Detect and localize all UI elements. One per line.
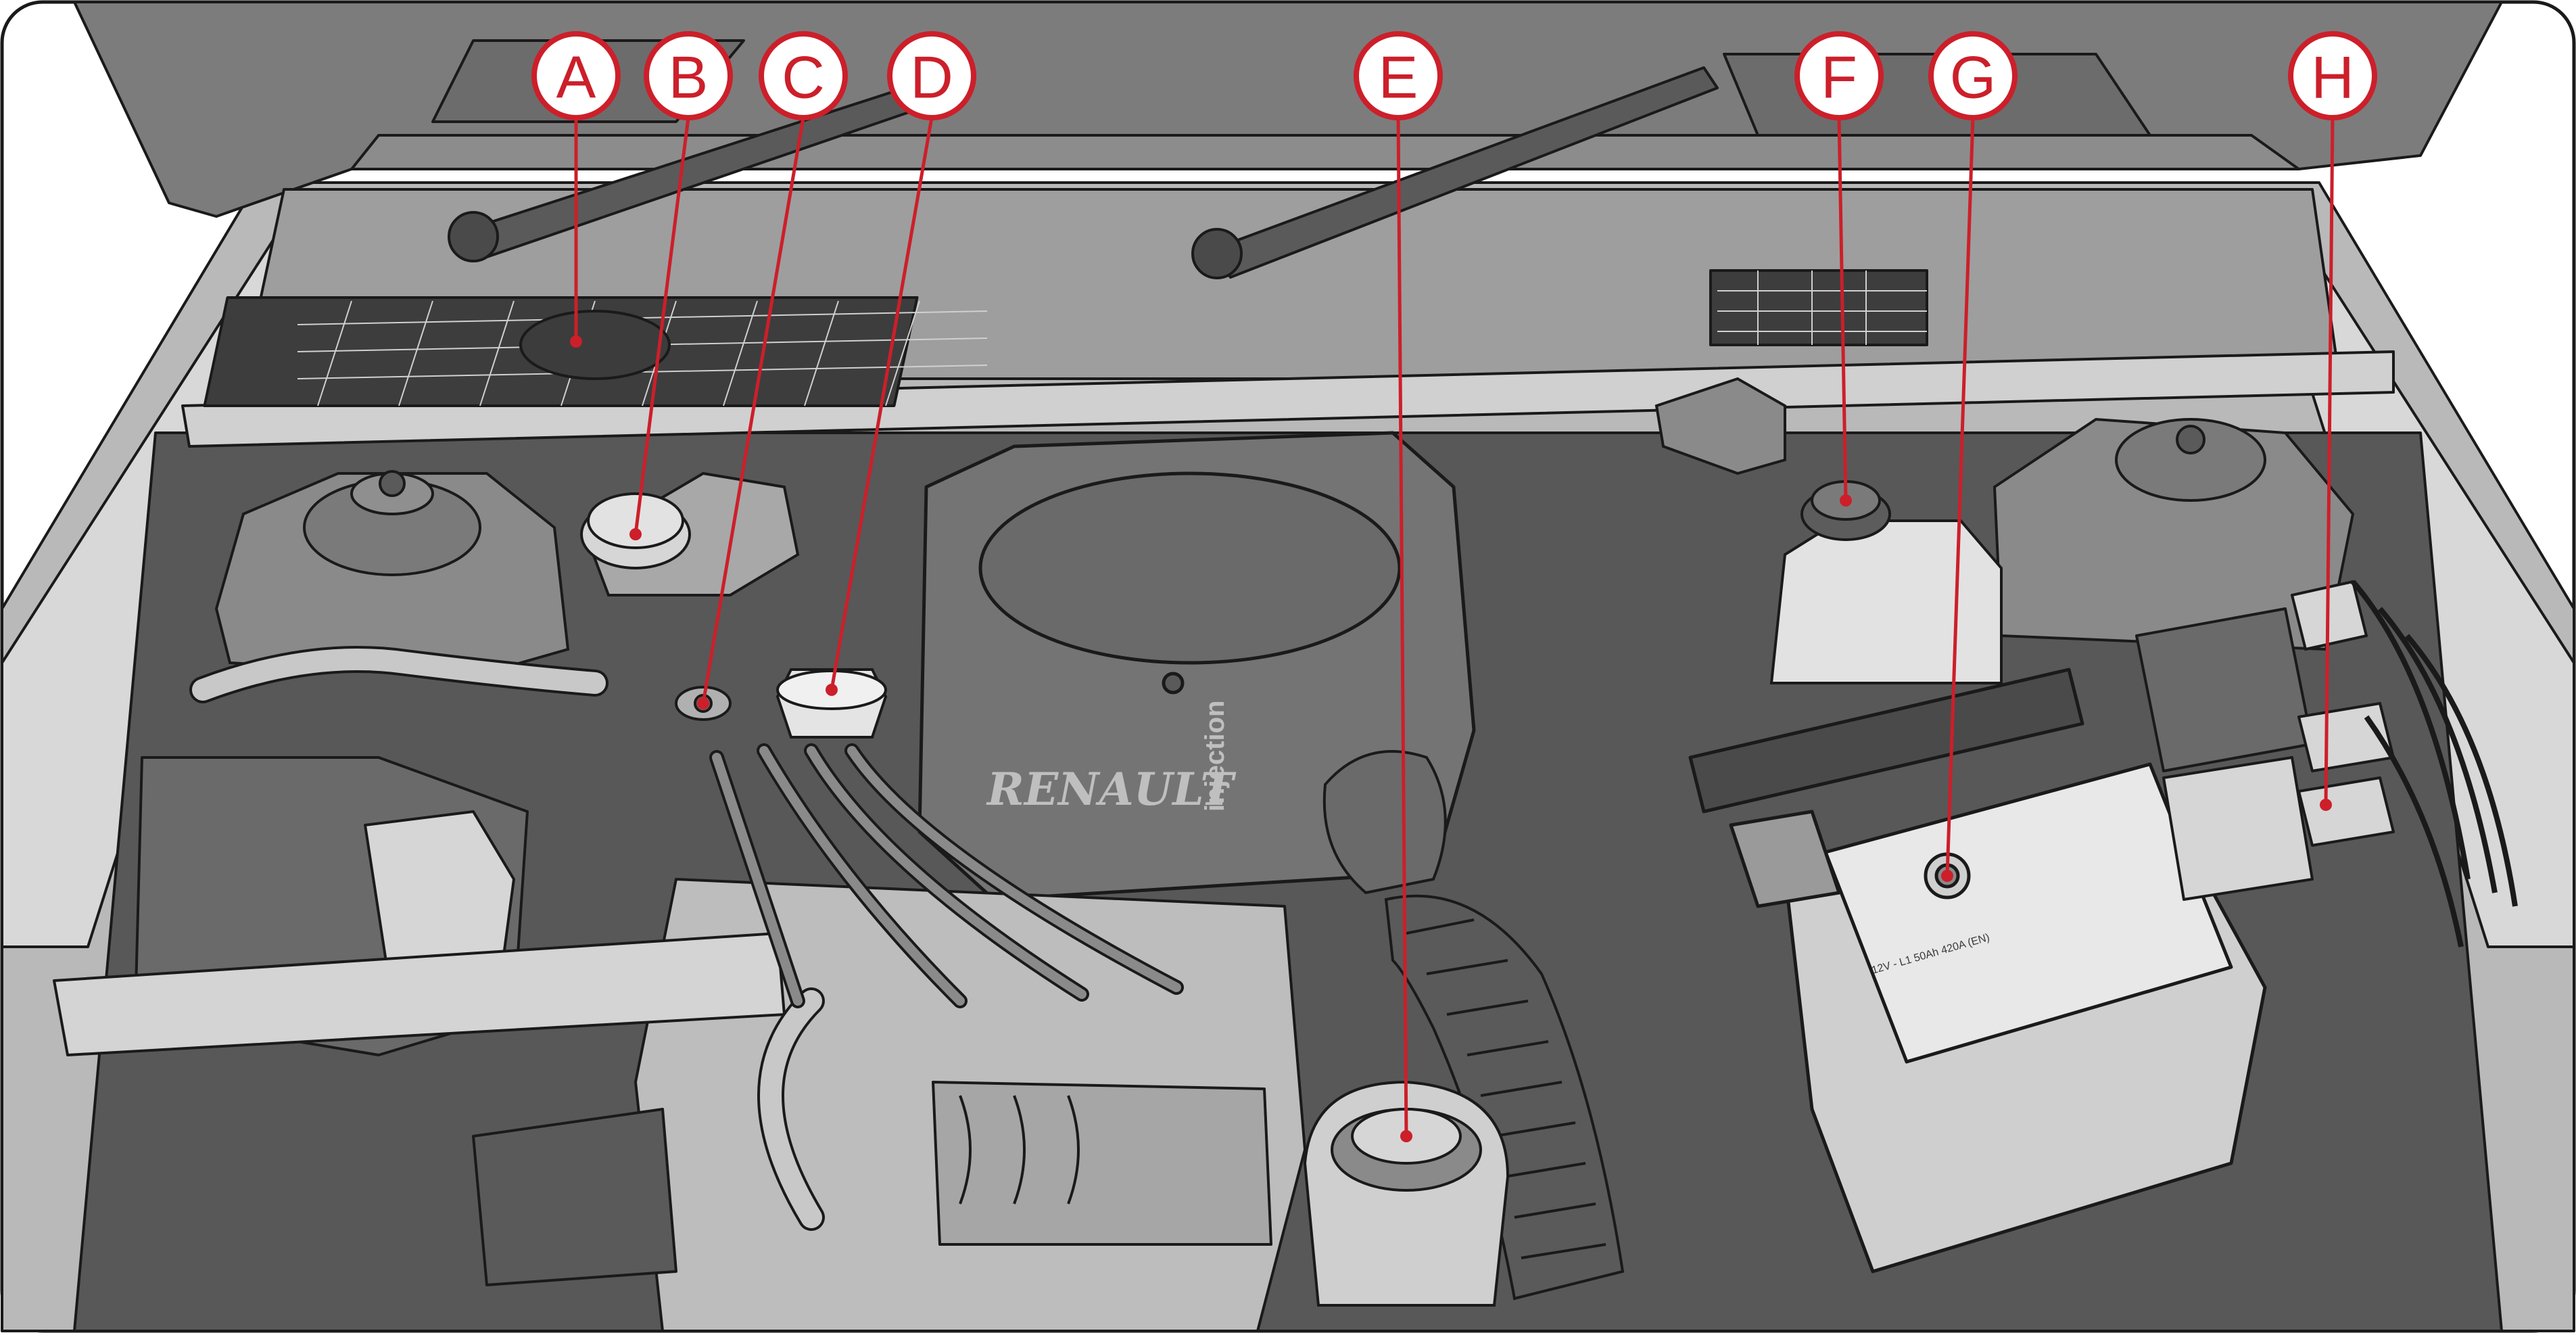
callout-c-circle bbox=[759, 31, 848, 120]
callout-a-circle bbox=[531, 31, 621, 120]
callout-g-pointer bbox=[1941, 870, 1953, 882]
callout-e-pointer bbox=[1400, 1130, 1412, 1142]
callout-a-pointer bbox=[570, 335, 582, 348]
callout-d-leader-line bbox=[830, 117, 934, 691]
callout-c-label: C bbox=[782, 44, 825, 111]
washer-fluid-cap bbox=[519, 310, 671, 380]
callout-h-circle bbox=[2288, 31, 2377, 120]
callout-h-label: H bbox=[2311, 44, 2354, 111]
coolant-hoses-fill bbox=[192, 649, 822, 1228]
left-front-assembly bbox=[53, 756, 786, 1286]
callout-d-pointer bbox=[826, 684, 838, 696]
callout-g-label: G bbox=[1950, 44, 1996, 111]
right-cowl-grille bbox=[1709, 269, 1928, 346]
callout-group: A B C D E F G H bbox=[531, 31, 2377, 1142]
callout-d-label: D bbox=[910, 44, 953, 111]
callout-c-pointer bbox=[697, 697, 709, 709]
callout-f-pointer bbox=[1840, 494, 1852, 507]
brake-fluid-reservoir bbox=[580, 471, 800, 597]
air-intake-hose bbox=[1322, 750, 1625, 1301]
battery bbox=[1688, 668, 2267, 1273]
callout-d-circle bbox=[887, 31, 976, 120]
callout-e-leader-line bbox=[1396, 117, 1408, 1137]
wiring-harness bbox=[2350, 580, 2518, 948]
callout-b-leader-line bbox=[634, 117, 690, 535]
callout-g-leader-line bbox=[1945, 117, 1975, 876]
callout-h-leader-line bbox=[2324, 117, 2335, 805]
fuse-box bbox=[2135, 580, 2395, 901]
brand-logo: RENAULT bbox=[986, 763, 1237, 816]
brand-sub-label: injection bbox=[1200, 701, 1230, 812]
callout-f-circle bbox=[1794, 31, 1884, 120]
callout-f-leader-line bbox=[1837, 117, 1848, 501]
callout-f-label: F bbox=[1821, 44, 1857, 111]
callout-e-label: E bbox=[1379, 44, 1418, 111]
callout-a-label: A bbox=[556, 44, 596, 111]
callout-b-pointer bbox=[629, 528, 642, 540]
left-strut-tower bbox=[214, 470, 570, 678]
ignition-wires-fill bbox=[712, 746, 1181, 1006]
callout-b-label: B bbox=[669, 44, 709, 111]
callout-h-pointer bbox=[2320, 799, 2332, 811]
callout-c-leader-line bbox=[701, 117, 805, 704]
callout-b-circle bbox=[644, 31, 733, 120]
callout-e-circle bbox=[1354, 31, 1443, 120]
oil-filler-cap bbox=[776, 668, 888, 739]
callout-g-circle bbox=[1928, 31, 2018, 120]
